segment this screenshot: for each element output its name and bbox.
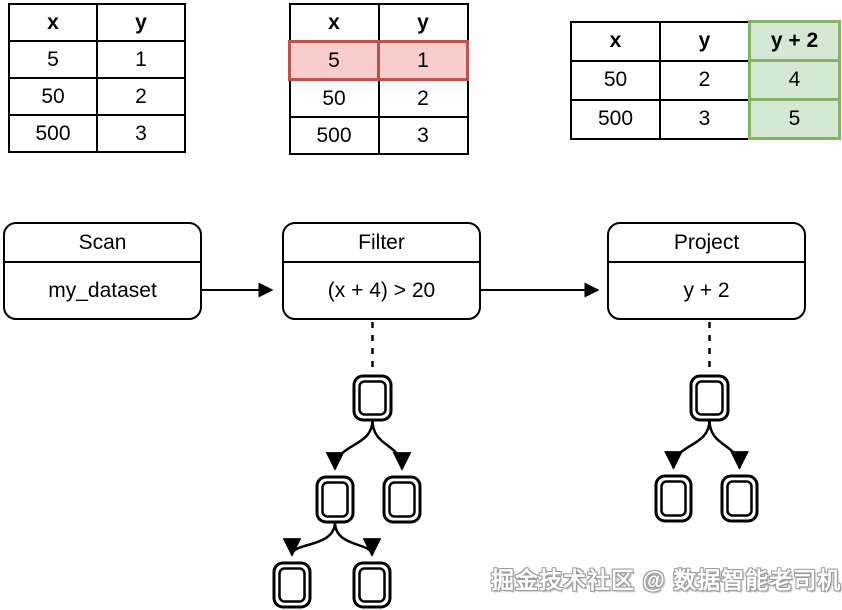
tree-node: [689, 374, 730, 422]
scan-node-title: Scan: [5, 224, 200, 263]
table-cell: 500: [8, 114, 98, 153]
filtered-table: x y 5 1 50 2 500 3: [288, 3, 469, 155]
tree-edge: [708, 419, 749, 470]
projected-cell: 4: [748, 59, 841, 101]
table-cell: 500: [570, 98, 661, 140]
table-row: 50 2: [288, 78, 469, 118]
filtered-out-cell: 5: [288, 40, 380, 81]
col-header-y-plus-2: y + 2: [748, 20, 841, 62]
tree-node: [272, 561, 312, 609]
table-row: 500 3: [8, 114, 186, 153]
tree-node: [352, 374, 393, 422]
table-row: 5 1: [8, 40, 186, 79]
filter-node-detail: (x + 4) > 20: [327, 279, 436, 302]
col-header-x: x: [8, 3, 98, 42]
table-cell: 3: [377, 116, 469, 155]
table-header-row: x y: [8, 3, 186, 42]
tree-node: [654, 474, 693, 523]
scan-node: Scan my_dataset: [3, 222, 202, 320]
table-row: 50 2: [8, 77, 186, 116]
table-cell: 5: [8, 40, 98, 79]
col-header-y: y: [96, 3, 186, 42]
table-cell: 500: [288, 116, 380, 155]
project-node: Project y + 2: [607, 222, 806, 320]
project-node-title: Project: [609, 224, 804, 263]
project-expression-tree: [654, 374, 759, 523]
watermark-text: 掘金技术社区 @ 数据智能老司机: [491, 567, 842, 593]
scan-node-detail: my_dataset: [48, 279, 157, 302]
table-cell: 2: [659, 59, 751, 101]
col-header-x: x: [288, 3, 380, 43]
input-table: x y 5 1 50 2 500 3: [8, 3, 186, 153]
table-cell: 2: [96, 77, 186, 116]
table-cell: 50: [8, 77, 98, 116]
tree-edge: [325, 419, 374, 471]
filter-node: Filter (x + 4) > 20: [282, 222, 481, 320]
tree-node: [352, 561, 392, 609]
filter-node-title: Filter: [284, 224, 479, 263]
filtered-out-cell: 1: [377, 40, 469, 81]
col-header-y: y: [377, 3, 469, 43]
table-cell: 3: [96, 114, 186, 153]
table-row: 500 3 5: [570, 98, 841, 140]
projected-table: x y y + 2 50 2 4 500 3 5: [570, 20, 841, 140]
table-cell: 50: [288, 78, 380, 118]
tree-edge: [371, 419, 412, 471]
table-cell: 2: [377, 78, 469, 118]
table-row: 500 3: [288, 116, 469, 155]
tree-edge: [282, 521, 337, 557]
filtered-out-row: 5 1: [288, 40, 469, 81]
tree-edge: [664, 419, 711, 470]
table-cell: 1: [96, 40, 186, 79]
tree-node: [315, 475, 355, 524]
filter-expression-tree: [272, 374, 422, 609]
col-header-x: x: [570, 20, 661, 62]
tree-node: [382, 475, 422, 524]
table-cell: 50: [570, 59, 661, 101]
table-header-row: x y: [288, 3, 469, 43]
col-header-y: y: [659, 20, 751, 62]
table-cell: 3: [659, 98, 751, 140]
projected-cell: 5: [748, 98, 841, 140]
table-header-row: x y y + 2: [570, 20, 841, 62]
project-node-detail: y + 2: [683, 279, 730, 302]
tree-edge: [333, 521, 382, 557]
tree-node: [720, 474, 759, 523]
table-row: 50 2 4: [570, 59, 841, 101]
